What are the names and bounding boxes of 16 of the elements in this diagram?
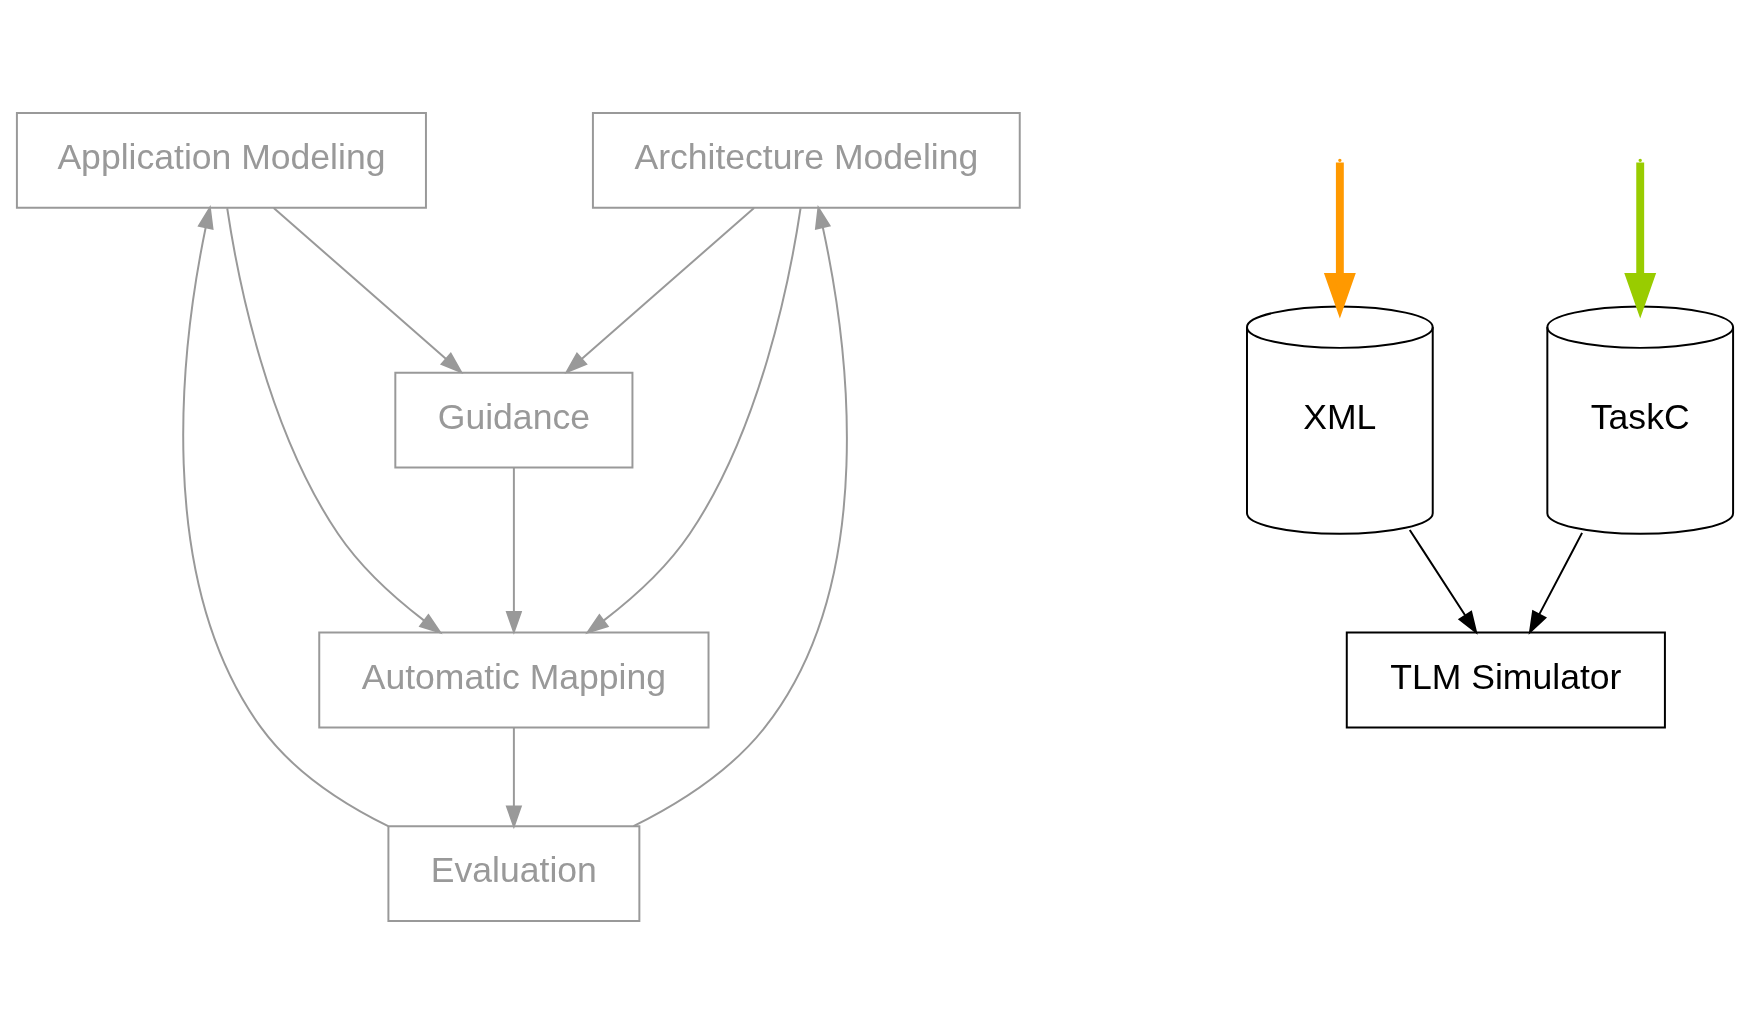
node-box: TLM Simulator [1345, 631, 1666, 729]
node-box: Guidance [394, 371, 634, 469]
arrow [226, 207, 443, 635]
arrow [182, 205, 390, 828]
arrow [505, 466, 523, 635]
arrow [632, 204, 848, 828]
arrow [585, 207, 802, 635]
node-box: Automatic Mapping [318, 631, 710, 729]
node-box: Application Modeling [15, 111, 427, 209]
arrow [1408, 528, 1478, 635]
arrow [272, 207, 464, 374]
arrow [1528, 531, 1584, 635]
node-box: Evaluation [387, 825, 641, 923]
arrow [505, 726, 523, 830]
arrow [564, 207, 756, 374]
node-box: Architecture Modeling [591, 111, 1021, 209]
